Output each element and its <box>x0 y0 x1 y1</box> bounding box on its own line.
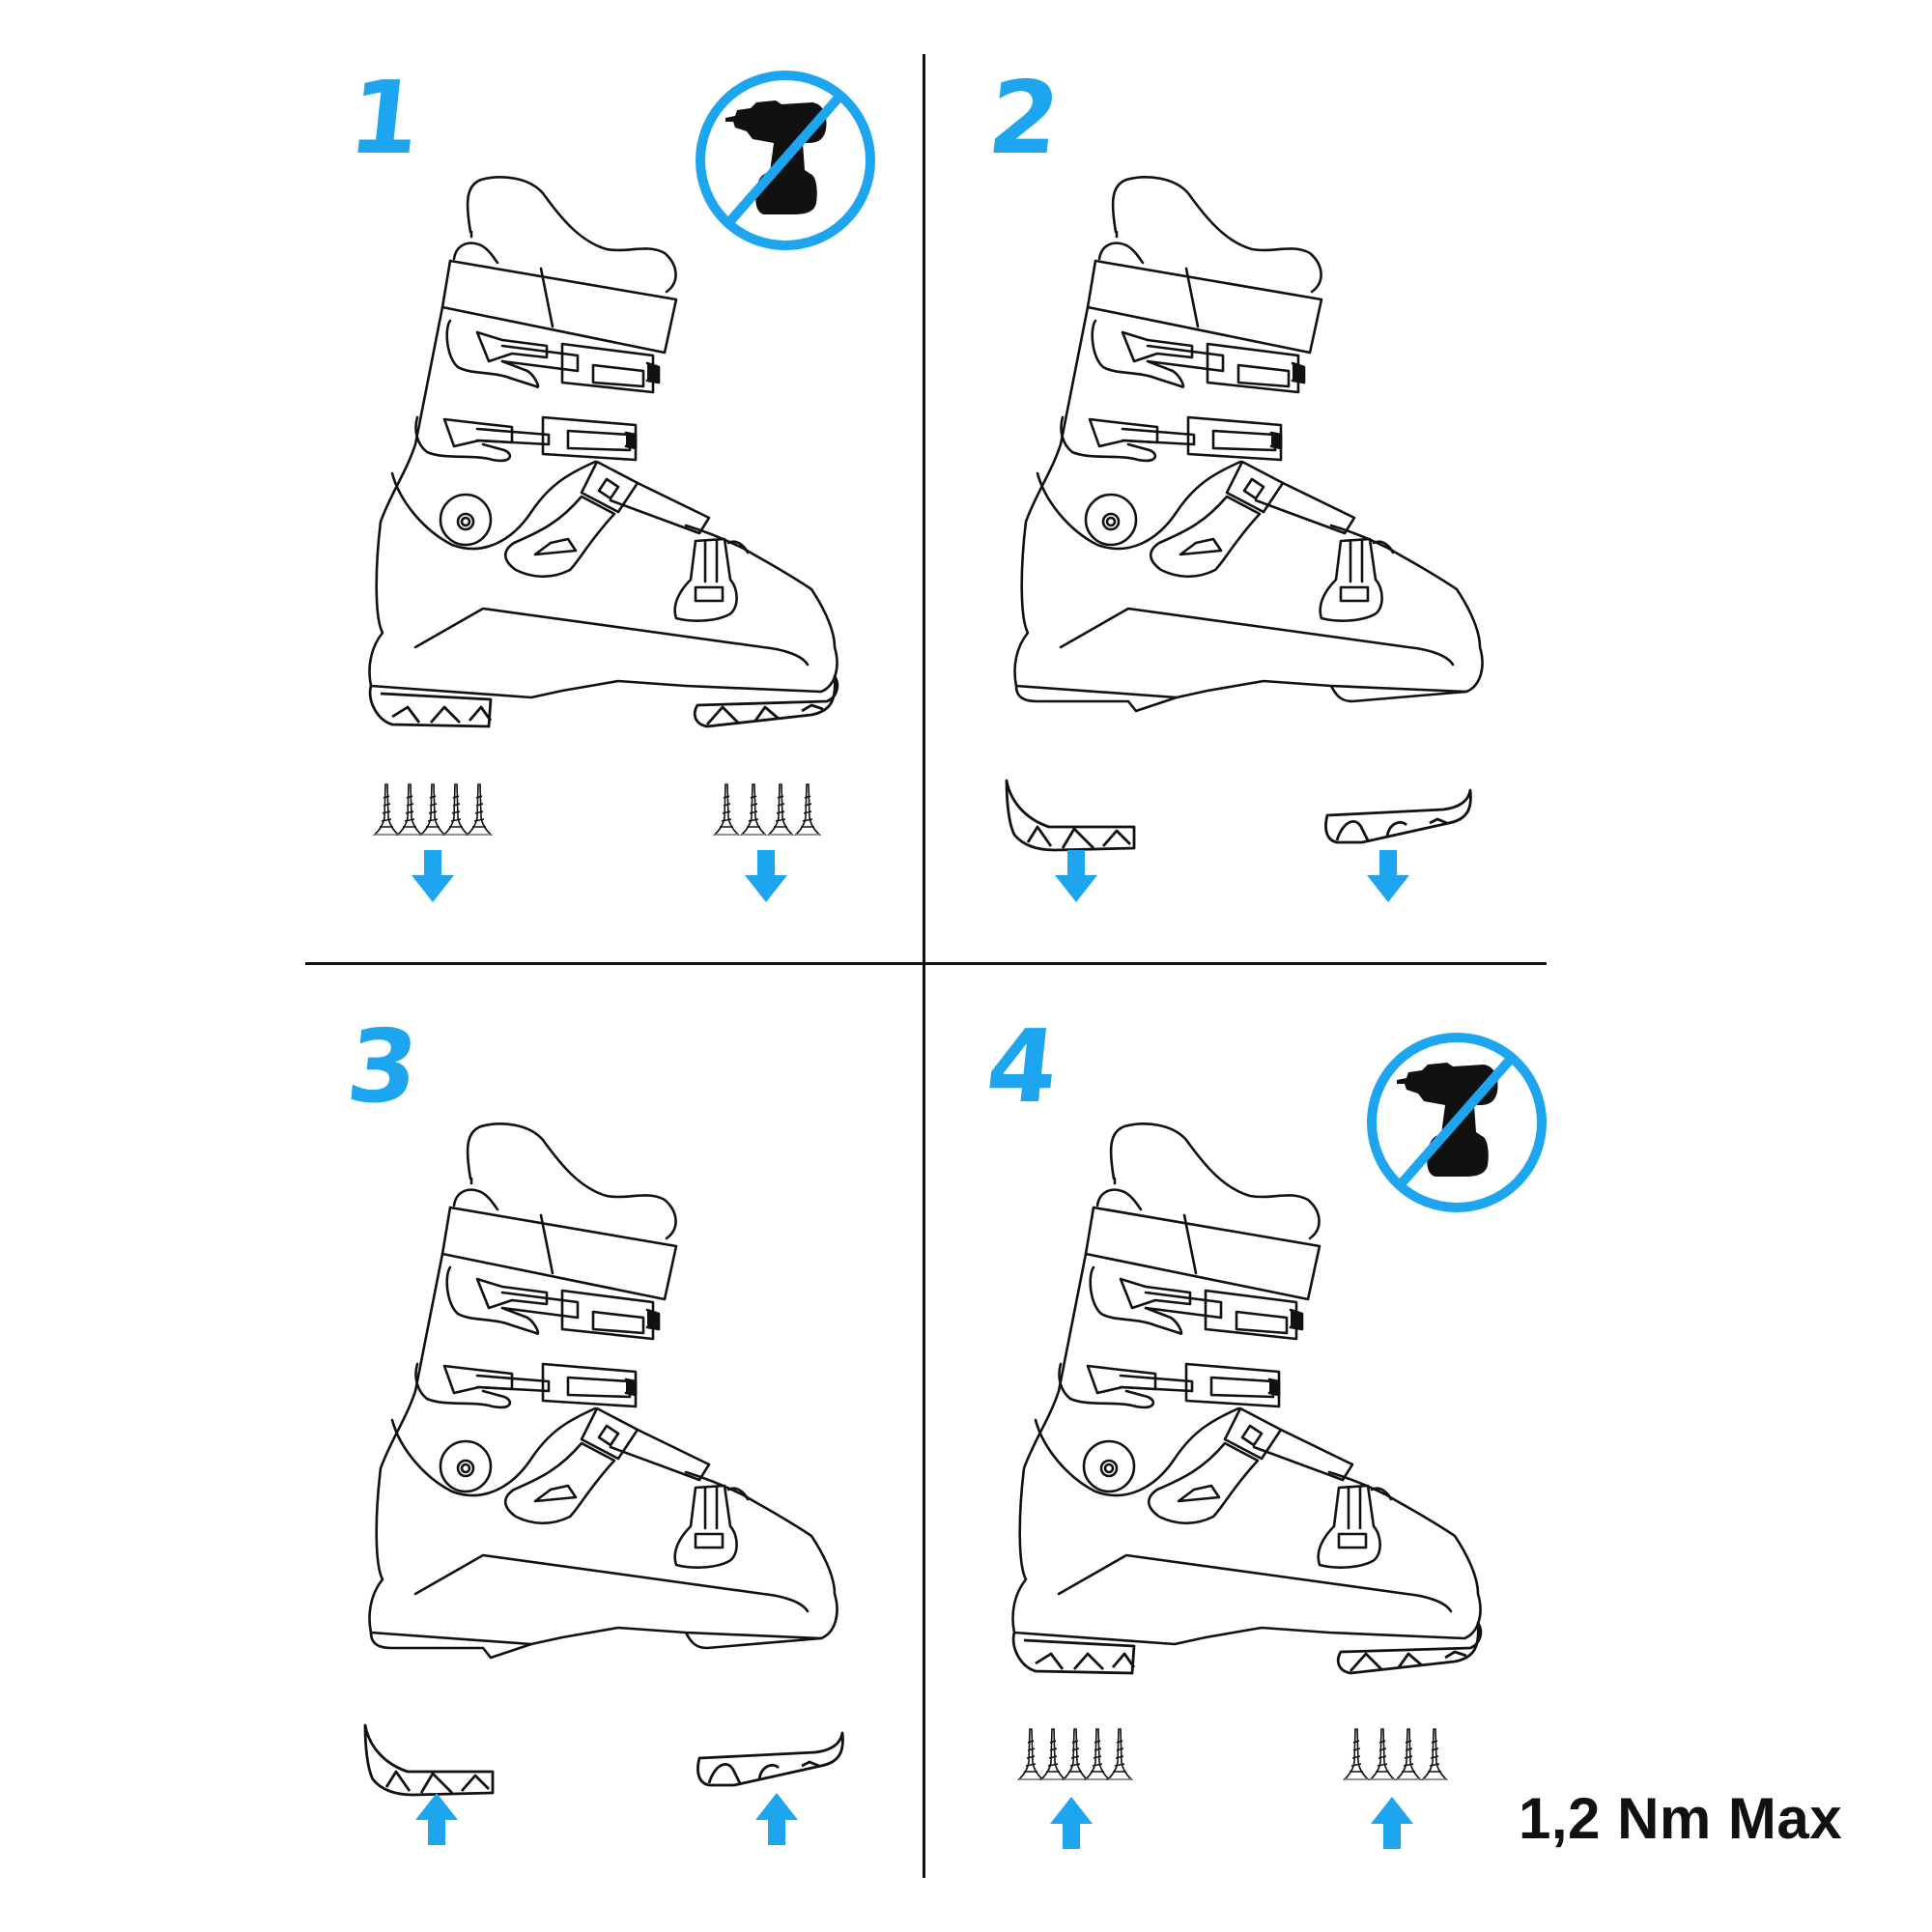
screw-icon <box>1107 1728 1132 1780</box>
screw-icon <box>1018 1728 1043 1780</box>
panel-2 <box>1005 176 1484 902</box>
no-drill-icon <box>1372 1037 1542 1208</box>
toe-sole-pad <box>1324 788 1472 844</box>
arrow-down-icon <box>745 850 787 902</box>
screw-icon <box>1085 1728 1110 1780</box>
screw-icon <box>1370 1728 1395 1780</box>
toe-screws <box>714 783 820 836</box>
heel-sole-pad <box>363 1723 495 1797</box>
screw-icon <box>1040 1728 1065 1780</box>
panel-3 <box>363 1122 844 1845</box>
arrow-down-icon <box>412 850 454 902</box>
screw-icon <box>1422 1728 1447 1780</box>
heel-screws <box>1018 1728 1132 1780</box>
screw-icon <box>397 783 422 836</box>
screw-icon <box>374 783 399 836</box>
panel-4 <box>1011 1037 1543 1849</box>
ski-boot-illustration <box>368 176 839 728</box>
panel-1 <box>368 75 871 902</box>
arrow-up-icon <box>1050 1797 1093 1849</box>
screw-icon <box>768 783 793 836</box>
toe-screws <box>1344 1728 1447 1780</box>
screw-icon <box>467 783 492 836</box>
screw-icon <box>420 783 445 836</box>
no-drill-icon <box>700 75 870 245</box>
ski-boot-illustration <box>1011 1122 1483 1675</box>
vertical-divider <box>923 54 925 1878</box>
heel-sole-pad <box>1011 1631 1136 1675</box>
screw-icon <box>795 783 820 836</box>
toe-sole-pad <box>693 674 839 728</box>
heel-sole-pad <box>1005 779 1136 852</box>
screw-icon <box>443 783 469 836</box>
screw-icon <box>1344 1728 1369 1780</box>
arrow-up-icon <box>755 1793 798 1845</box>
arrow-up-icon <box>415 1793 458 1845</box>
torque-max-label: 1,2 Nm Max <box>1519 1786 1843 1851</box>
heel-screws <box>374 783 492 836</box>
toe-sole-pad <box>1336 1621 1483 1675</box>
arrow-down-icon <box>1055 850 1097 902</box>
ski-boot-illustration <box>1013 176 1484 713</box>
screw-icon <box>714 783 739 836</box>
screw-icon <box>741 783 766 836</box>
ski-boot-illustration <box>368 1122 838 1660</box>
heel-sole-pad <box>368 684 493 728</box>
horizontal-divider <box>305 962 1547 965</box>
arrow-down-icon <box>1367 850 1409 902</box>
toe-sole-pad <box>696 1731 844 1787</box>
arrow-up-icon <box>1371 1797 1413 1849</box>
screw-icon <box>1063 1728 1088 1780</box>
screw-icon <box>1396 1728 1421 1780</box>
